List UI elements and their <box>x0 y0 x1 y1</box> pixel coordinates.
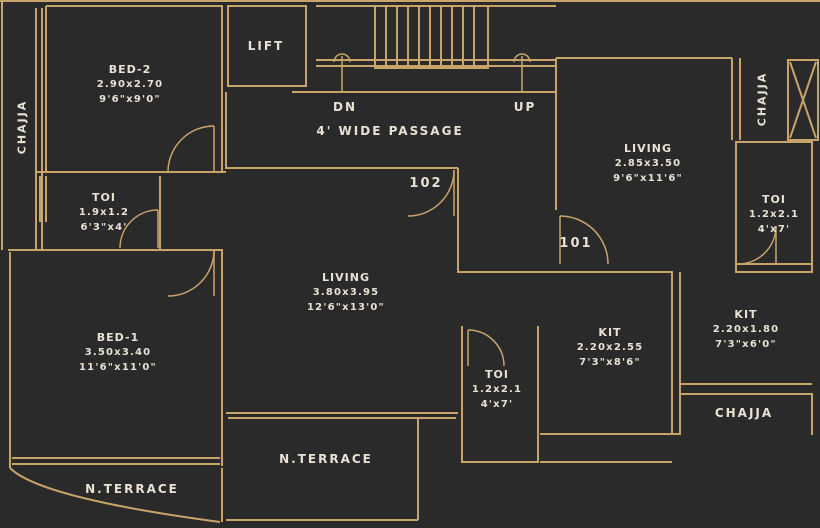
door-swings <box>119 53 777 367</box>
room-name: LIVING <box>624 142 672 155</box>
room-dim-imperial: 7'3"x8'6" <box>579 357 641 368</box>
room-dim-metric: 2.90x2.70 <box>96 79 164 90</box>
chajja-bottom-right-label: CHAJJA <box>714 406 774 420</box>
room-dim-imperial: 9'6"x9'0" <box>99 94 161 105</box>
room-dim-imperial: 7'3"x6'0" <box>715 339 777 350</box>
room-name: BED-1 <box>96 331 140 344</box>
room-toi-center: TOI 1.2x2.1 4'x7' <box>472 367 522 412</box>
room-name: LIVING <box>322 271 370 284</box>
room-kit-right: KIT 2.20x1.80 7'3"x6'0" <box>713 307 780 352</box>
room-dim-metric: 1.2x2.1 <box>748 209 800 220</box>
room-dim-metric: 3.50x3.40 <box>84 347 152 358</box>
room-dim-metric: 2.20x1.80 <box>712 324 780 335</box>
terrace-center-label: N.TERRACE <box>279 452 373 466</box>
stair-down-label: DN <box>332 100 358 114</box>
flat-number-102: 102 <box>409 176 443 191</box>
room-name: TOI <box>762 193 786 206</box>
chajja-left-label: CHAJJA <box>15 99 29 155</box>
room-dim-imperial: 9'6"x11'6" <box>613 173 683 184</box>
room-living-102: LIVING 3.80x3.95 12'6"x13'0" <box>307 270 385 315</box>
room-kit-center: KIT 2.20x2.55 7'3"x8'6" <box>577 325 644 370</box>
room-living-101: LIVING 2.85x3.50 9'6"x11'6" <box>613 141 683 186</box>
flat-number-101: 101 <box>559 236 593 251</box>
room-dim-metric: 2.85x3.50 <box>614 158 682 169</box>
room-name: KIT <box>734 308 758 321</box>
room-dim-metric: 2.20x2.55 <box>576 342 644 353</box>
room-dim-imperial: 11'6"x11'0" <box>79 362 157 373</box>
room-dim-metric: 3.80x3.95 <box>312 287 380 298</box>
room-dim-metric: 1.2x2.1 <box>471 384 523 395</box>
room-bed-2: BED-2 2.90x2.70 9'6"x9'0" <box>97 62 164 107</box>
chajja-top-right-label: CHAJJA <box>755 71 769 127</box>
room-bed-1: BED-1 3.50x3.40 11'6"x11'0" <box>79 330 157 375</box>
room-dim-imperial: 4'x7' <box>757 224 791 235</box>
stair-up-label: UP <box>513 100 537 114</box>
room-toi-left: TOI 1.9x1.2 6'3"x4' <box>79 190 129 235</box>
room-dim-imperial: 6'3"x4' <box>80 222 128 233</box>
room-name: KIT <box>598 326 622 339</box>
passage-label: 4' WIDE PASSAGE <box>316 124 464 138</box>
room-name: BED-2 <box>108 63 152 76</box>
room-dim-imperial: 4'x7' <box>480 399 514 410</box>
terrace-left-label: N.TERRACE <box>85 482 179 496</box>
room-toi-right: TOI 1.2x2.1 4'x7' <box>749 192 799 237</box>
lift-label: LIFT <box>247 39 285 53</box>
room-name: TOI <box>485 368 509 381</box>
room-name: TOI <box>92 191 116 204</box>
room-dim-imperial: 12'6"x13'0" <box>307 302 385 313</box>
room-dim-metric: 1.9x1.2 <box>78 207 130 218</box>
